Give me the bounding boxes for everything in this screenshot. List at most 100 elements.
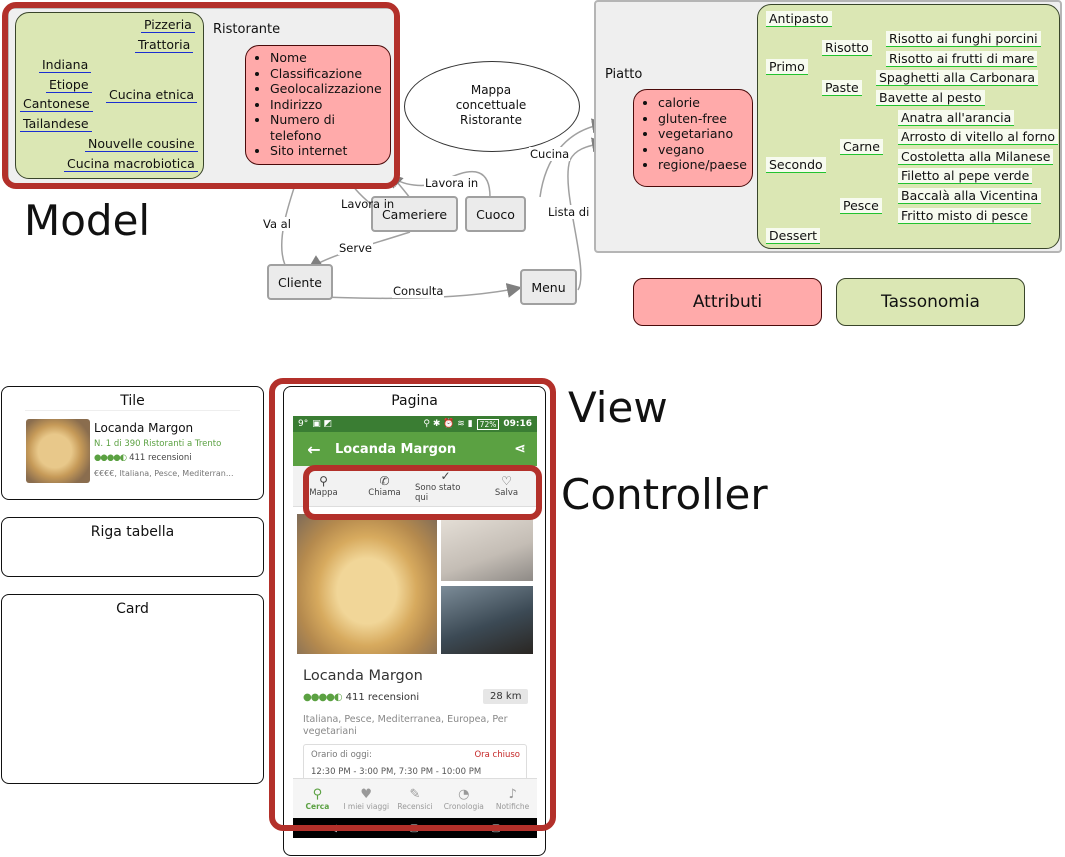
node-menu[interactable]: Menu [520, 269, 577, 305]
edge-va-al: Va al [262, 217, 292, 231]
tax-paste: Paste [822, 80, 862, 96]
tax-frutti: Risotto ai frutti di mare [886, 51, 1038, 67]
nav-recensici[interactable]: ✎ Recensici [391, 779, 440, 819]
phone-icon: ✆ [379, 474, 390, 488]
table-row-title: Riga tabella [90, 524, 175, 540]
action-salva[interactable]: ♡ Salva [476, 466, 537, 506]
restaurant-attr-2: Geolocalizzazione [270, 81, 390, 97]
dish-attributes-list: caloriegluten-freevegetarianoveganoregio… [634, 95, 752, 173]
rating-dots-icon: ●●●●◐ [303, 692, 343, 703]
edge-lavora-in-cameriere: Lavora in [341, 197, 395, 211]
edit-icon: ✎ [409, 787, 421, 802]
tax-secondo: Secondo [766, 157, 826, 173]
heart-icon: ♥ [360, 787, 373, 802]
restaurant-attr-4: Numero di telefono [270, 112, 390, 143]
hours-label: Orario di oggi: [311, 750, 372, 760]
concept-map-label: Mappa concettuale Ristorante [455, 83, 527, 127]
tile-title: Tile [120, 393, 145, 409]
restaurant-attr-1: Classificazione [270, 66, 390, 82]
share-icon[interactable]: ⋖ [514, 441, 526, 457]
tax-costoletta: Costoletta alla Milanese [898, 149, 1054, 165]
tax-trattoria: Trattoria [135, 37, 194, 53]
node-cameriere[interactable]: Cameriere [371, 196, 458, 232]
dish-attributes-box: caloriegluten-freevegetarianoveganoregio… [633, 89, 753, 187]
distance-badge: 28 km [483, 689, 529, 704]
dish-attr-2: vegetariano [658, 126, 752, 142]
tax-baccala: Baccalà alla Vicentina [898, 188, 1042, 204]
tax-porcini: Risotto ai funghi porcini [886, 31, 1041, 47]
back-arrow-icon[interactable]: ← [307, 439, 321, 459]
action-chiama[interactable]: ✆ Chiama [354, 466, 415, 506]
action-label: Sono stato qui [415, 483, 461, 503]
app-bar: ← Locanda Margon ⋖ [293, 432, 537, 466]
tax-carbonara: Spaghetti alla Carbonara [876, 70, 1039, 86]
tax-fritto: Fritto misto di pesce [898, 208, 1032, 224]
check-icon: ✓ [440, 469, 451, 483]
action-label: Chiama [368, 488, 401, 498]
side-photo-bottom[interactable] [441, 586, 533, 654]
hours-status: Ora chiuso [474, 750, 520, 760]
tile-name[interactable]: Locanda Margon [94, 421, 194, 435]
main-photo[interactable] [297, 514, 437, 654]
dish-attr-1: gluten-free [658, 111, 752, 127]
tax-filetto: Filetto al pepe verde [898, 168, 1033, 184]
restaurant-attr-3: Indirizzo [270, 97, 390, 113]
cuisine-text: Italiana, Pesce, Mediterranea, Europea, … [303, 714, 508, 737]
nav-i-miei-viaggi[interactable]: ♥ I miei viaggi [342, 779, 391, 819]
node-cuoco[interactable]: Cuoco [465, 196, 526, 232]
tax-primo: Primo [766, 59, 808, 75]
restaurant-attr-0: Nome [270, 50, 390, 66]
action-label: Salva [494, 488, 519, 498]
tax-cantonese: Cantonese [20, 96, 93, 112]
page-title: Pagina [391, 393, 438, 409]
dish-attr-0: calorie [658, 95, 752, 111]
tax-risotto: Risotto [822, 40, 872, 56]
restaurant-root-label: Ristorante [213, 22, 281, 37]
node-cliente[interactable]: Cliente [267, 264, 333, 300]
nav-notifiche[interactable]: ♪ Notifiche [488, 779, 537, 819]
model-highlight-frame [2, 2, 400, 189]
tile-rating: ●●●●◐ 411 recensioni [94, 453, 192, 463]
tile-reviews: 411 recensioni [129, 453, 192, 463]
action-mappa[interactable]: ⚲ Mappa [293, 466, 354, 506]
tax-nouvelle-cousine: Nouvelle cousine [85, 136, 198, 152]
heart-icon: ♡ [501, 474, 512, 488]
tile-rank: N. 1 di 390 Ristoranti a Trento [94, 439, 222, 449]
edge-cucina: Cucina [529, 147, 571, 161]
map-pin-icon: ⚲ [319, 474, 328, 488]
tile-tags: €€€€, Italiana, Pesce, Mediterran... [94, 469, 234, 478]
hours-text: 12:30 PM - 3:00 PM, 7:30 PM - 10:00 PM [311, 767, 482, 777]
search-icon: ⚲ [312, 787, 323, 802]
table-row-box: Riga tabella [1, 517, 264, 577]
nav-cronologia[interactable]: ◔ Cronologia [439, 779, 488, 819]
status-bar: 9° ▣ ◩ ⚲ ✱ ⏰ ≋ ▮ 72% 09:16 [293, 416, 537, 432]
tile-thumbnail [26, 419, 90, 483]
phone-screen: 9° ▣ ◩ ⚲ ✱ ⏰ ≋ ▮ 72% 09:16 ← Locanda Mar… [293, 416, 537, 838]
nav-label: I miei viaggi [343, 802, 390, 811]
status-icons-right: ⚲ ✱ ⏰ ≋ ▮ [423, 419, 473, 429]
status-battery: 72% [476, 418, 500, 430]
action-sono-stato-qui[interactable]: ✓ Sono stato qui [415, 466, 476, 506]
status-time: 09:16 [503, 419, 532, 429]
nav-cerca[interactable]: ⚲ Cerca [293, 779, 342, 819]
edge-serve: Serve [338, 241, 373, 255]
edge-consulta: Consulta [392, 284, 445, 298]
status-temp: 9° [298, 419, 309, 429]
edge-lista-di: Lista di [547, 205, 591, 219]
bell-icon: ♪ [508, 787, 517, 802]
controller-highlight-frame [303, 465, 542, 520]
restaurant-attributes-box: NomeClassificazioneGeolocalizzazioneIndi… [245, 45, 391, 165]
action-label: Mappa [309, 488, 338, 498]
tax-arrosto: Arrosto di vitello al forno [898, 129, 1059, 145]
tax-etiope: Etiope [46, 77, 92, 93]
side-photo-top[interactable] [441, 514, 533, 581]
legend-tassonomia: Tassonomia [836, 278, 1025, 326]
tax-anatra: Anatra all'arancia [898, 110, 1015, 126]
dish-attr-3: vegano [658, 142, 752, 158]
nav-label: Cronologia [443, 802, 484, 811]
tax-bavette: Bavette al pesto [876, 90, 985, 106]
tax-indiana: Indiana [39, 57, 92, 73]
page-reviews: 411 recensioni [345, 692, 420, 703]
tax-carne: Carne [840, 139, 883, 155]
concept-map-ellipse [404, 61, 580, 152]
